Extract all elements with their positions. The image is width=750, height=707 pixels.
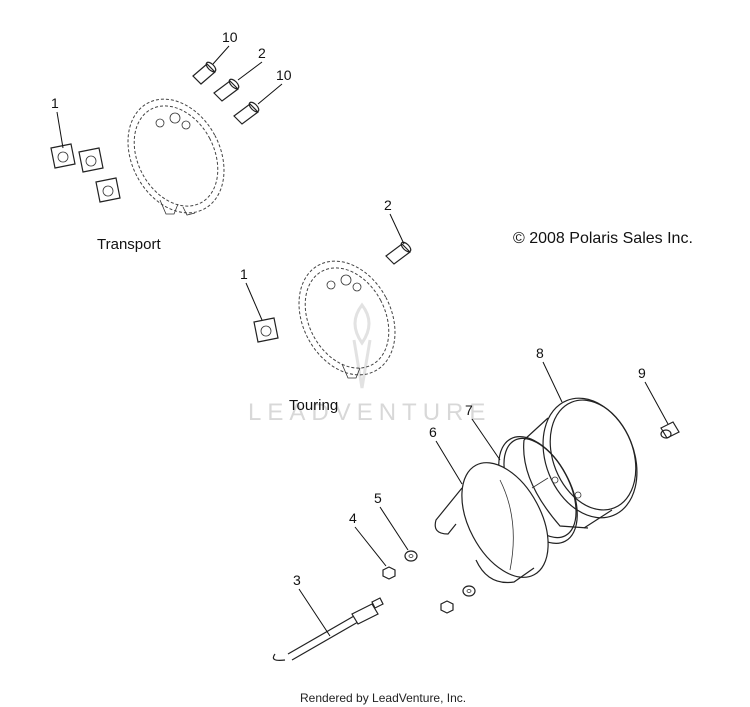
callout-3: 3 xyxy=(293,572,301,588)
touring-bulb[interactable] xyxy=(385,241,412,265)
watermark: LEADVENTURE xyxy=(248,302,491,426)
transport-gasket-3[interactable] xyxy=(95,177,121,203)
bulb-10-mid[interactable] xyxy=(233,101,260,125)
callout-7: 7 xyxy=(465,402,473,418)
copyright-text: © 2008 Polaris Sales Inc. xyxy=(513,230,693,247)
callout-9: 9 xyxy=(638,365,646,381)
touring-gasket[interactable] xyxy=(253,317,279,343)
lower-nut[interactable] xyxy=(440,600,454,614)
callout-1-touring: 1 xyxy=(240,266,248,282)
gauge-assembly: 8 9 7 6 5 xyxy=(272,345,680,661)
transport-gasket-1[interactable] xyxy=(50,143,76,169)
touring-label: Touring xyxy=(289,397,338,414)
touring-headlight-housing[interactable] xyxy=(280,244,414,391)
bulb-2-top[interactable] xyxy=(213,78,240,102)
transport-label: Transport xyxy=(97,236,161,253)
transport-gasket-2[interactable] xyxy=(78,147,104,173)
callout-1-transport: 1 xyxy=(51,95,59,111)
callout-10-top: 10 xyxy=(222,29,238,45)
watermark-text: LEADVENTURE xyxy=(248,399,491,426)
transport-headlight-housing[interactable] xyxy=(109,82,243,229)
callout-2-touring: 2 xyxy=(384,197,392,213)
gauge-body[interactable] xyxy=(523,384,654,532)
lower-washer[interactable] xyxy=(462,585,476,597)
washer-5[interactable] xyxy=(404,550,418,562)
callout-5: 5 xyxy=(374,490,382,506)
callout-8: 8 xyxy=(536,345,544,361)
transport-group: 1 10 2 10 Transport xyxy=(50,29,292,253)
bulb-10-top[interactable] xyxy=(192,61,217,85)
cable-3[interactable] xyxy=(272,597,384,661)
callout-10-mid: 10 xyxy=(276,67,292,83)
nut-4[interactable] xyxy=(382,566,396,580)
callout-4: 4 xyxy=(349,510,357,526)
bolt-9[interactable] xyxy=(660,421,680,439)
callout-2-top: 2 xyxy=(258,45,266,61)
callout-6: 6 xyxy=(429,424,437,440)
mount-bracket-6[interactable] xyxy=(434,448,566,591)
footer-text: Rendered by LeadVenture, Inc. xyxy=(300,691,466,705)
touring-group: 2 1 Touring xyxy=(240,197,414,414)
